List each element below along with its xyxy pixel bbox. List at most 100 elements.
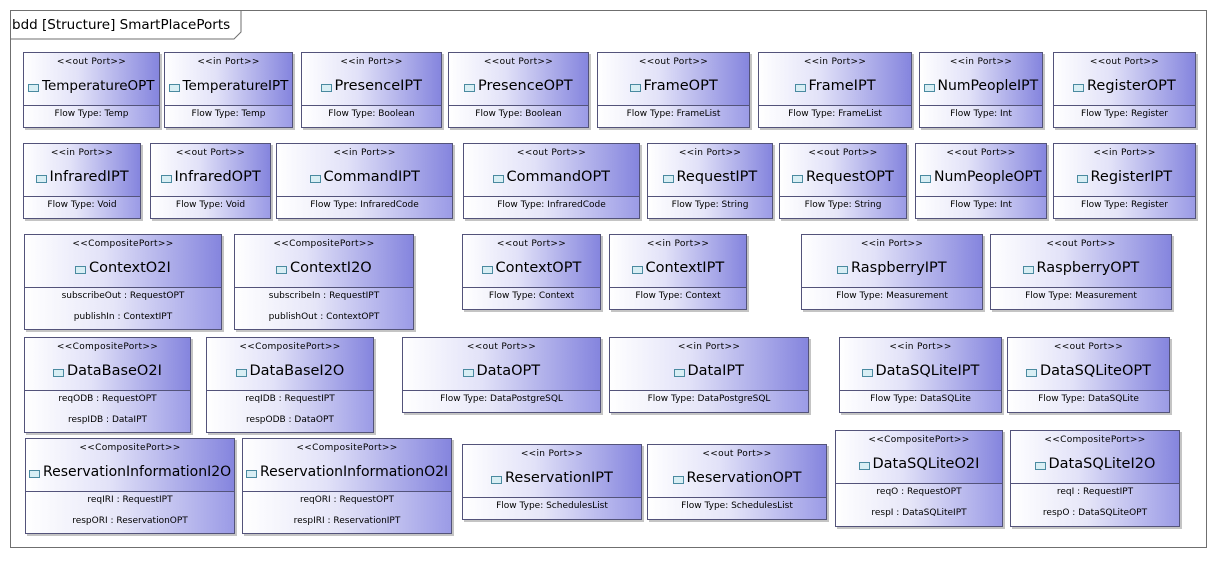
block-name: ReservationInformationO2I (260, 464, 449, 480)
flow-type-label: Flow Type: Measurement (1025, 291, 1137, 301)
flow-type-label: Flow Type: Int (950, 109, 1012, 119)
port-icon (837, 266, 848, 274)
block-register-ipt[interactable]: <<in Port>> RegisterIPT Flow Type: Registe… (1053, 143, 1196, 219)
stereotype-label: <<out Port>> (496, 239, 567, 249)
attribute-1: respO : DataSQLiteOPT (1042, 508, 1148, 518)
port-icon (1022, 266, 1034, 274)
stereotype-label: <<in Port>> (50, 148, 114, 158)
block-header: <<in Port>>DataSQLiteIPT (840, 338, 1001, 391)
port-icon (858, 462, 870, 470)
flow-compartment: Flow Type: Temp (165, 106, 292, 127)
attribute-1: respODB : DataOPT (246, 415, 334, 425)
port-icon (861, 369, 873, 377)
block-header: <<out Port>>DataOPT (403, 338, 600, 391)
attribute-0: reqIDB : RequestIPT (245, 394, 335, 404)
block-name: InfraredOPT (174, 169, 261, 185)
block-raspberry-opt[interactable]: <<out Port>>RaspberryOPT Flow Type: Measu… (990, 234, 1172, 310)
block-name: RegisterIPT (1090, 169, 1173, 185)
flow-compartment: Flow Type: Context (463, 288, 600, 309)
port-icon (491, 476, 502, 484)
block-name: RaspberryIPT (851, 260, 947, 276)
frame-header: bdd [Structure] SmartPlacePorts (10, 10, 242, 40)
block-name: DataSQLiteOPT (1040, 363, 1151, 379)
flow-type-label: Flow Type: Boolean (475, 109, 562, 119)
port-icon (481, 266, 493, 274)
flow-compartment: Flow Type: DataPostgreSQL (403, 391, 600, 412)
block-name: TemperatureIPT (182, 78, 289, 94)
block-name: ContextI2O (290, 260, 372, 276)
flow-type-label: Flow Type: Temp (191, 109, 266, 119)
block-reservation-information-i2-o[interactable]: <<CompositePort>>ReservationInformationI… (25, 438, 235, 534)
port-icon (464, 84, 475, 92)
block-header: <<out Port>>RaspberryOPT (991, 235, 1171, 288)
flow-type-label: Flow Type: Register (1080, 200, 1169, 210)
attribute-0: reqIRI : RequestIPT (87, 495, 173, 505)
block-name: NumPeopleIPT (937, 78, 1039, 94)
block-header: <<CompositePort>>DataBaseO2I (25, 338, 190, 391)
block-header: <<CompositePort>>DataSQLiteI2O (1011, 431, 1179, 484)
port-icon (920, 175, 931, 183)
stereotype-label: <<out Port>> (946, 148, 1016, 158)
attributes-compartment: reqIDB : RequestIPT respODB : DataOPT (207, 391, 373, 432)
stereotype-label: <<out Port>> (808, 148, 878, 158)
block-name: TemperatureOPT (42, 78, 155, 94)
stereotype-label: <<CompositePort>> (239, 342, 341, 352)
stereotype-label: <<in Port>> (889, 342, 952, 352)
stereotype-label: <<in Port>> (1093, 148, 1156, 158)
port-icon (235, 369, 247, 377)
flow-compartment: Flow Type: String (648, 197, 772, 218)
block-header: <<out Port>>TemperatureOPT (24, 53, 159, 106)
attribute-1: respIRI : ReservationIPT (293, 516, 401, 526)
block-name: RegisterOPT (1087, 78, 1176, 94)
block-name: RequestOPT (806, 169, 894, 185)
stereotype-label: <<out Port>> (516, 148, 587, 158)
port-icon (276, 266, 287, 274)
block-header: <<out Port>> RegisterOPT (1054, 53, 1195, 106)
flow-type-label: Flow Type: SchedulesList (681, 501, 793, 511)
flow-type-label: Flow Type: Temp (54, 109, 129, 119)
stereotype-label: <<out Port>> (1089, 57, 1160, 67)
stereotype-label: <<CompositePort>> (273, 239, 375, 249)
block-temperature-opt[interactable]: <<out Port>>TemperatureOPT Flow Type: Tem… (23, 52, 160, 128)
block-name: DataSQLiteI2O (1048, 456, 1156, 472)
block-reservation-information-o2-i[interactable]: <<CompositePort>>ReservationInformationO… (242, 438, 452, 534)
block-context-i2-o[interactable]: <<CompositePort>> ContextI2O subscribeIn :… (234, 234, 414, 330)
block-header: <<out Port>>FrameOPT (598, 53, 749, 106)
block-name: ContextOPT (495, 260, 582, 276)
block-context-opt[interactable]: <<out Port>> ContextOPT Flow Type: Context (462, 234, 601, 310)
block-name: RaspberryOPT (1036, 260, 1140, 276)
port-icon (29, 470, 40, 478)
block-header: <<CompositePort>>ReservationInformationI… (26, 439, 234, 492)
port-icon (75, 266, 86, 274)
flow-compartment: Flow Type: InfraredCode (277, 197, 452, 218)
